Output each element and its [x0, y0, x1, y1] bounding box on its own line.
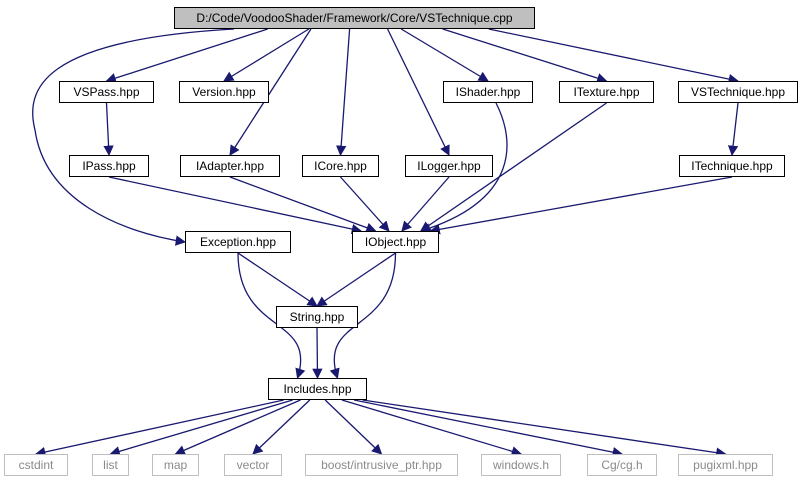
edge-includes-to-boost	[324, 399, 383, 455]
node-iadapter-hpp[interactable]: IAdapter.hpp	[180, 155, 280, 177]
edge-string-to-includes	[312, 327, 323, 380]
edge-includes-to-vector	[252, 399, 311, 455]
node-string-hpp[interactable]: String.hpp	[276, 306, 358, 328]
edge-root-to-ilogger	[386, 28, 450, 156]
edge-exception-to-string	[237, 252, 318, 307]
edge-root-to-itexture	[442, 28, 608, 84]
node-ishader-hpp[interactable]: IShader.hpp	[443, 81, 533, 103]
node-itechnique-hpp[interactable]: ITechnique.hpp	[679, 155, 785, 177]
edge-includes-to-cstdint	[34, 399, 284, 458]
edge-itechnique-to-iobject	[429, 176, 733, 235]
edge-root-to-exception	[32, 28, 235, 246]
node-windows-h: windows.h	[481, 454, 561, 476]
node-ilogger-hpp[interactable]: ILogger.hpp	[405, 155, 493, 177]
edge-exception-to-includes	[237, 252, 306, 379]
edge-ipass-to-iobject	[108, 176, 363, 235]
node-icore-hpp[interactable]: ICore.hpp	[302, 155, 379, 177]
edge-root-to-iadapter	[229, 28, 312, 156]
node-cstdint: cstdint	[4, 454, 68, 476]
edge-itexture-to-iobject	[419, 102, 607, 232]
edge-includes-to-windows	[341, 399, 522, 457]
edge-root-to-icore	[335, 28, 351, 157]
edge-root-to-vstechnique	[488, 28, 740, 85]
node-vector: vector	[224, 454, 282, 476]
edge-includes-to-cg	[353, 399, 624, 458]
node-vstechnique-hpp[interactable]: VSTechnique.hpp	[678, 81, 798, 103]
edge-ilogger-to-iobject	[401, 176, 450, 232]
node-iobject-hpp[interactable]: IObject.hpp	[352, 231, 439, 253]
node-boost-intrusive-ptr: boost/intrusive_ptr.hpp	[305, 454, 458, 476]
edge-iadapter-to-iobject	[229, 176, 377, 233]
node-exception-hpp[interactable]: Exception.hpp	[185, 231, 291, 253]
node-includes-hpp[interactable]: Includes.hpp	[268, 378, 367, 400]
edge-vspass-to-ipass	[103, 102, 114, 157]
edge-iobject-to-string	[316, 252, 396, 307]
edge-root-to-ishader	[400, 28, 489, 82]
edge-includes-to-pugixml	[362, 399, 727, 458]
node-version-hpp[interactable]: Version.hpp	[179, 81, 269, 103]
edge-vstechnique-to-itechnique	[727, 102, 739, 157]
edge-icore-to-iobject	[340, 176, 390, 232]
edge-root-to-version	[223, 28, 310, 82]
edge-iobject-to-includes	[329, 252, 397, 379]
node-map: map	[152, 454, 199, 476]
edge-ishader-to-iobject	[420, 102, 508, 234]
node-list: list	[92, 454, 129, 476]
node-root-vstechnique-cpp: D:/Code/VoodooShader/Framework/Core/VSTe…	[174, 7, 535, 29]
edge-includes-to-list	[109, 399, 293, 457]
edge-includes-to-map	[174, 399, 301, 456]
node-itexture-hpp[interactable]: ITexture.hpp	[559, 81, 654, 103]
node-pugixml-hpp: pugixml.hpp	[678, 454, 773, 476]
node-cg-cg-h: Cg/cg.h	[587, 454, 657, 476]
node-ipass-hpp[interactable]: IPass.hpp	[69, 155, 149, 177]
edge-root-to-vspass	[105, 28, 268, 84]
node-vspass-hpp[interactable]: VSPass.hpp	[59, 81, 154, 103]
